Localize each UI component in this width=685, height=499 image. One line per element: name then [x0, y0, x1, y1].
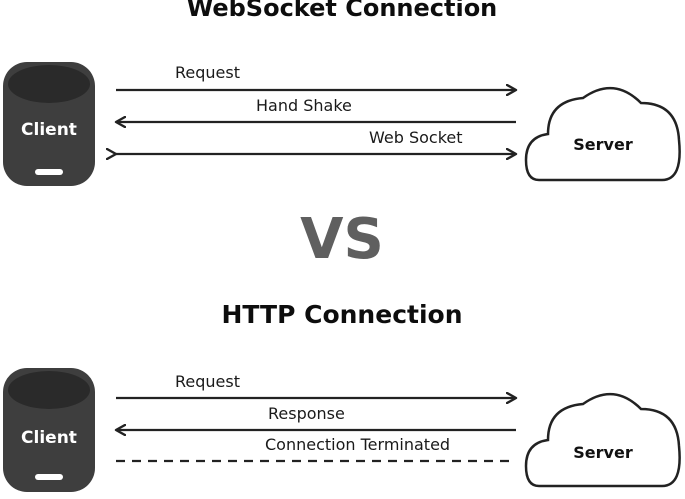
- http-response-label: Response: [268, 404, 345, 423]
- http-title: HTTP Connection: [221, 300, 462, 329]
- websocket-title: WebSocket Connection: [187, 0, 498, 22]
- websocket-server-label: Server: [573, 135, 633, 154]
- websocket-handshake-label: Hand Shake: [256, 96, 352, 115]
- websocket-websocket-label: Web Socket: [369, 128, 463, 147]
- vs-label: VS: [300, 207, 384, 272]
- websocket-server-cloud-icon: [524, 86, 681, 182]
- http-client-label: Client: [21, 428, 77, 448]
- websocket-request-label: Request: [175, 63, 240, 82]
- http-client-icon: [3, 368, 95, 492]
- websocket-client-label: Client: [21, 120, 77, 140]
- http-server-cloud-icon: [524, 392, 681, 488]
- websocket-client-icon: [3, 62, 95, 186]
- http-server-label: Server: [573, 443, 633, 462]
- http-connection-terminated-label: Connection Terminated: [265, 435, 450, 454]
- http-request-label: Request: [175, 372, 240, 391]
